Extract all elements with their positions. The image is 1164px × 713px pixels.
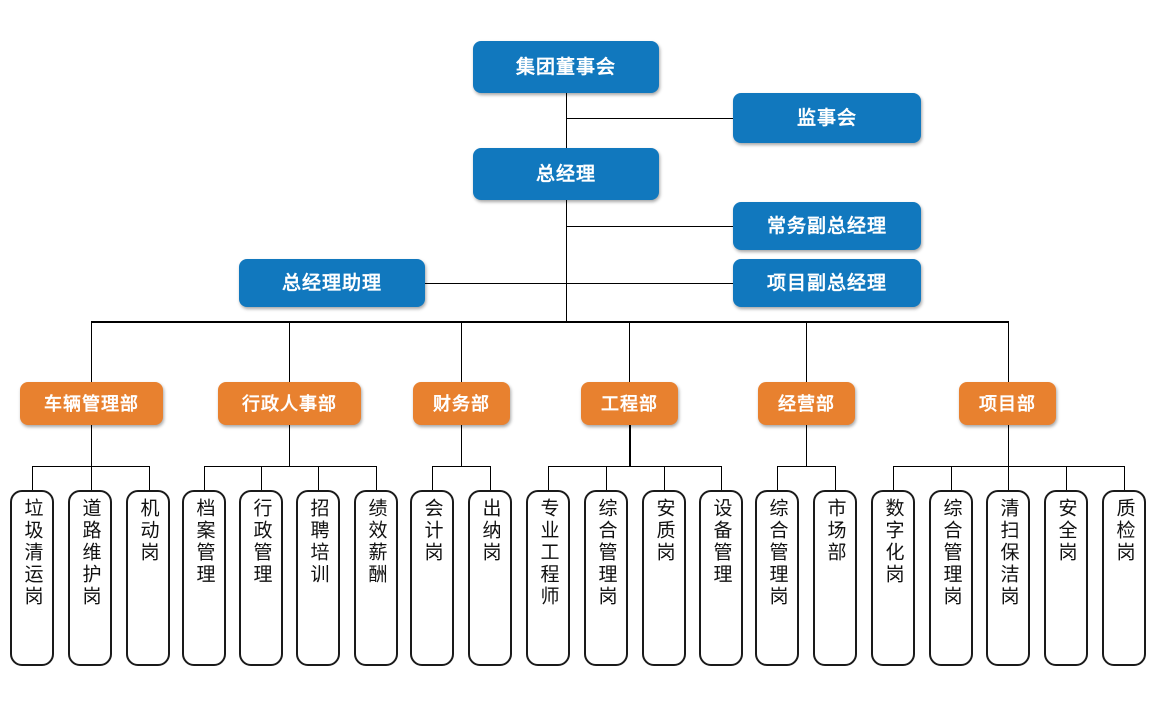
node-position-safety[interactable]: 安全岗 — [1044, 490, 1088, 666]
node-position-administrative-management[interactable]: 行政管理 — [239, 490, 283, 666]
connector-dept5-leaf2 — [835, 466, 836, 490]
node-department-administration-hr[interactable]: 行政人事部 — [218, 382, 361, 425]
node-position-comprehensive-management-project[interactable]: 综合管理岗 — [929, 490, 973, 666]
connector-dept1-stem — [91, 425, 92, 466]
node-position-mobile-duty[interactable]: 机动岗 — [126, 490, 170, 666]
connector-department-spine — [91, 321, 1009, 323]
connector-gm-to-assistant — [425, 283, 567, 284]
connector-drop-dept-3 — [461, 321, 462, 382]
node-position-comprehensive-management-operations[interactable]: 综合管理岗 — [755, 490, 799, 666]
node-position-road-maintenance[interactable]: 道路维护岗 — [68, 490, 112, 666]
connector-gm-to-project-deputy — [566, 283, 733, 284]
connector-drop-dept-6 — [1008, 321, 1009, 382]
connector-drop-dept-5 — [806, 321, 807, 382]
connector-dept2-leaf4 — [376, 466, 377, 490]
node-position-digitalization[interactable]: 数字化岗 — [871, 490, 915, 666]
connector-board-to-gm — [566, 93, 567, 148]
connector-dept4-bus — [548, 466, 721, 467]
connector-dept2-leaf1 — [204, 466, 205, 490]
connector-drop-dept-2 — [289, 321, 290, 382]
connector-dept5-stem — [806, 425, 807, 466]
connector-dept4-stem — [629, 425, 631, 466]
connector-dept3-stem — [461, 425, 462, 466]
connector-dept1-leaf1 — [32, 466, 33, 490]
node-department-engineering[interactable]: 工程部 — [581, 382, 678, 425]
connector-board-to-supervisory — [566, 118, 733, 119]
node-position-safety-quality[interactable]: 安质岗 — [642, 490, 686, 666]
connector-gm-trunk — [566, 200, 567, 322]
node-position-professional-engineer[interactable]: 专业工程师 — [526, 490, 570, 666]
node-general-manager-assistant[interactable]: 总经理助理 — [239, 259, 425, 307]
node-position-cashier[interactable]: 出纳岗 — [468, 490, 512, 666]
node-department-vehicle-management[interactable]: 车辆管理部 — [20, 382, 163, 425]
connector-dept6-leaf1 — [893, 466, 894, 490]
node-general-manager[interactable]: 总经理 — [473, 148, 659, 200]
connector-dept4-leaf1 — [548, 466, 549, 490]
node-position-waste-transport[interactable]: 垃圾清运岗 — [10, 490, 54, 666]
node-position-market-department[interactable]: 市场部 — [813, 490, 857, 666]
node-project-deputy-general-manager[interactable]: 项目副总经理 — [733, 259, 921, 307]
node-position-equipment-management[interactable]: 设备管理 — [699, 490, 743, 666]
connector-dept1-leaf3 — [149, 466, 150, 490]
node-board-of-directors[interactable]: 集团董事会 — [473, 41, 659, 93]
connector-dept4-leaf2 — [606, 466, 607, 490]
node-position-archive-management[interactable]: 档案管理 — [182, 490, 226, 666]
node-executive-deputy-general-manager[interactable]: 常务副总经理 — [733, 202, 921, 250]
node-position-accounting[interactable]: 会计岗 — [410, 490, 454, 666]
connector-dept1-leaf2 — [91, 466, 92, 490]
connector-dept2-bus — [204, 466, 376, 467]
connector-dept3-bus — [432, 466, 490, 467]
node-position-cleaning-sanitation[interactable]: 清扫保洁岗 — [986, 490, 1030, 666]
connector-dept5-leaf1 — [777, 466, 778, 490]
connector-dept3-leaf1 — [432, 466, 433, 490]
connector-drop-dept-1 — [91, 321, 92, 382]
connector-dept6-leaf4 — [1066, 466, 1067, 490]
connector-dept3-leaf2 — [490, 466, 491, 490]
connector-gm-to-exec-deputy — [566, 226, 733, 227]
node-position-comprehensive-management-engineering[interactable]: 综合管理岗 — [584, 490, 628, 666]
node-supervisory-board[interactable]: 监事会 — [733, 93, 921, 143]
connector-dept2-stem — [289, 425, 290, 466]
connector-dept6-leaf3 — [1008, 466, 1009, 490]
node-department-project[interactable]: 项目部 — [959, 382, 1056, 425]
connector-dept2-leaf3 — [318, 466, 319, 490]
connector-dept4-leaf3 — [664, 466, 665, 490]
connector-dept6-stem — [1008, 425, 1009, 466]
connector-dept6-leaf2 — [951, 466, 952, 490]
connector-dept4-leaf4 — [721, 466, 722, 490]
connector-dept2-leaf2 — [261, 466, 262, 490]
connector-drop-dept-4 — [629, 321, 630, 382]
node-department-finance[interactable]: 财务部 — [413, 382, 510, 425]
node-position-recruitment-training[interactable]: 招聘培训 — [296, 490, 340, 666]
connector-dept5-bus — [777, 466, 835, 467]
node-position-quality-inspection[interactable]: 质检岗 — [1102, 490, 1146, 666]
node-department-operations[interactable]: 经营部 — [758, 382, 855, 425]
connector-dept6-leaf5 — [1124, 466, 1125, 490]
node-position-performance-compensation[interactable]: 绩效薪酬 — [354, 490, 398, 666]
connector-dept1-bus — [32, 466, 149, 467]
